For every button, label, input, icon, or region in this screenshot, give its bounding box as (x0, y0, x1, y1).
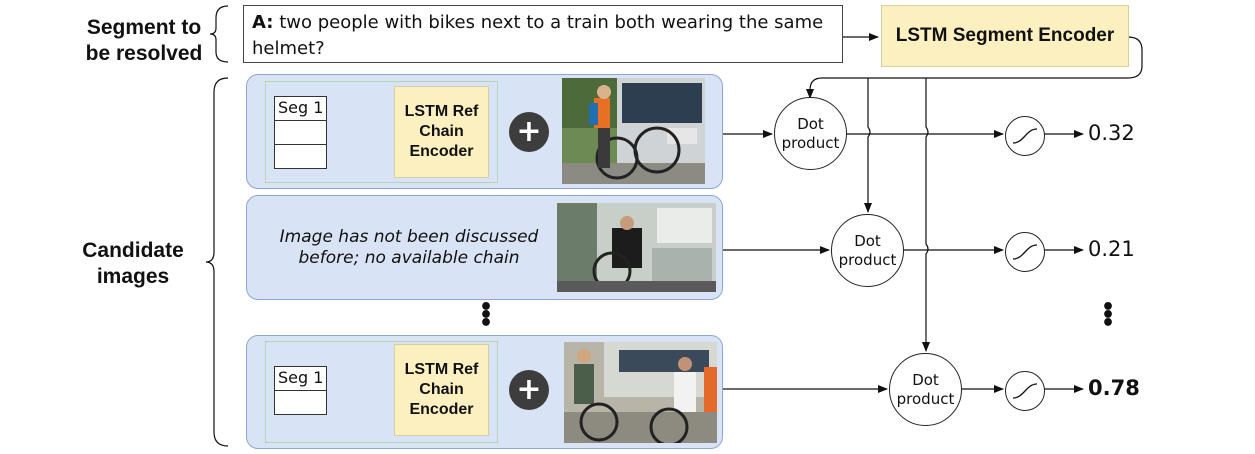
chain-segment-empty (275, 121, 326, 145)
encoder-label-line: Encoder (409, 401, 474, 418)
ref-chain: Seg 1 (274, 96, 327, 169)
label-line: images (96, 265, 170, 288)
encoder-label-line: Encoder (409, 143, 474, 160)
no-chain-note: Image has not been discussed before; no … (264, 227, 554, 269)
note-line: before; no available chain (298, 248, 520, 268)
score-value: 0.32 (1088, 121, 1135, 145)
chain-segment-empty (275, 391, 326, 415)
segment-text: two people with bikes next to a train bo… (252, 12, 824, 59)
node-label-line: Dot (912, 370, 939, 389)
ref-chain: Seg 1 (274, 366, 327, 415)
plus-circle-icon: + (509, 112, 549, 152)
chain-segment: Seg 1 (275, 367, 326, 391)
speaker-label: A: (252, 12, 274, 33)
photo-train-interior (557, 203, 716, 292)
sigmoid-icon (1005, 116, 1045, 156)
node-label-line: product (896, 389, 955, 408)
node-label-line: product (781, 133, 840, 152)
ellipsis-left: ••• (478, 295, 494, 336)
lstm-ref-chain-encoder: LSTM Ref Chain Encoder (394, 344, 489, 436)
photo-bikes-bus (562, 78, 705, 184)
plus-circle-icon: + (509, 370, 549, 410)
label-line: Candidate (82, 239, 184, 262)
chain-segment-empty (275, 145, 326, 169)
score-value-best: 0.78 (1088, 376, 1140, 400)
encoder-label-line: Chain (419, 381, 464, 398)
candidate-image-2 (557, 203, 716, 292)
ellipsis-right: ••• (1100, 295, 1116, 336)
lstm-segment-encoder: LSTM Segment Encoder (881, 5, 1129, 67)
segment-to-resolve-label: Segment to be resolved (64, 15, 224, 67)
ref-chain-frame (265, 81, 498, 183)
encoder-label: LSTM Segment Encoder (895, 25, 1115, 46)
encoder-label-line: Chain (419, 123, 464, 140)
node-label-line: Dot (797, 114, 824, 133)
label-line: be resolved (85, 42, 203, 65)
node-label-line: Dot (854, 231, 881, 250)
score-value: 0.21 (1088, 237, 1135, 261)
plus-glyph: + (516, 372, 542, 407)
sigmoid-icon (1005, 232, 1045, 272)
sigmoid-icon (1005, 371, 1045, 411)
node-label-line: product (838, 250, 897, 269)
photo-people-with-bikes (564, 342, 717, 443)
lstm-ref-chain-encoder: LSTM Ref Chain Encoder (394, 86, 489, 178)
encoder-label-line: LSTM Ref (404, 103, 479, 120)
candidate-image-1 (562, 78, 705, 184)
candidate-images-label: Candidate images (66, 238, 200, 290)
label-line: Segment to (86, 16, 202, 39)
segment-text-box: A: two people with bikes next to a train… (243, 5, 843, 63)
candidate-image-3 (564, 342, 717, 443)
encoder-label-line: LSTM Ref (404, 361, 479, 378)
chain-segment: Seg 1 (275, 97, 326, 121)
plus-glyph: + (516, 114, 542, 149)
ref-chain-frame (265, 341, 498, 443)
note-line: Image has not been discussed (279, 227, 539, 247)
